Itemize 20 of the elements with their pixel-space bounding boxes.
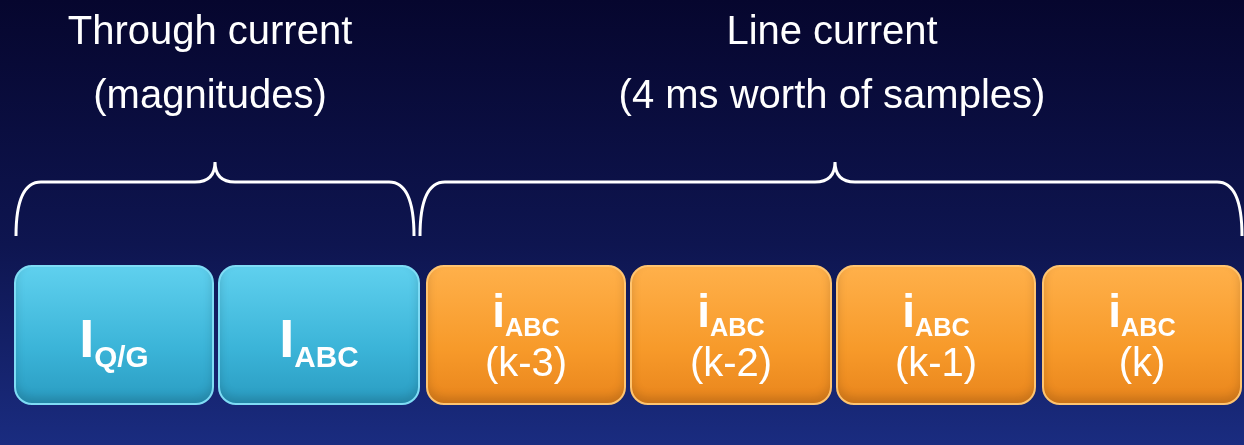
current-symbol: i$_{ABC}$ [697,287,765,341]
sample-index: (k) [1118,342,1166,383]
data-block [630,265,832,405]
heading-text: Line current [726,8,938,53]
current-symbol: I$_{ABC}$ [279,311,359,373]
heading-text: (magnitudes) [93,72,327,117]
current-symbol: i$_{ABC}$ [1108,287,1176,341]
current-symbol: i$_{ABC}$ [902,287,970,341]
sample-index: (k-2) [689,342,773,383]
heading-text: Through current [67,8,353,53]
heading-text: (4 ms worth of samples) [618,72,1046,117]
data-block [426,265,626,405]
sample-index: (k-1) [894,342,978,383]
data-block [218,265,420,405]
data-block [1042,265,1242,405]
current-symbol: i$_{ABC}$ [492,287,560,341]
sample-index: (k-3) [484,342,568,383]
data-block [836,265,1036,405]
current-symbol: I$_{Q/G}$ [79,311,149,373]
data-block [14,265,214,405]
